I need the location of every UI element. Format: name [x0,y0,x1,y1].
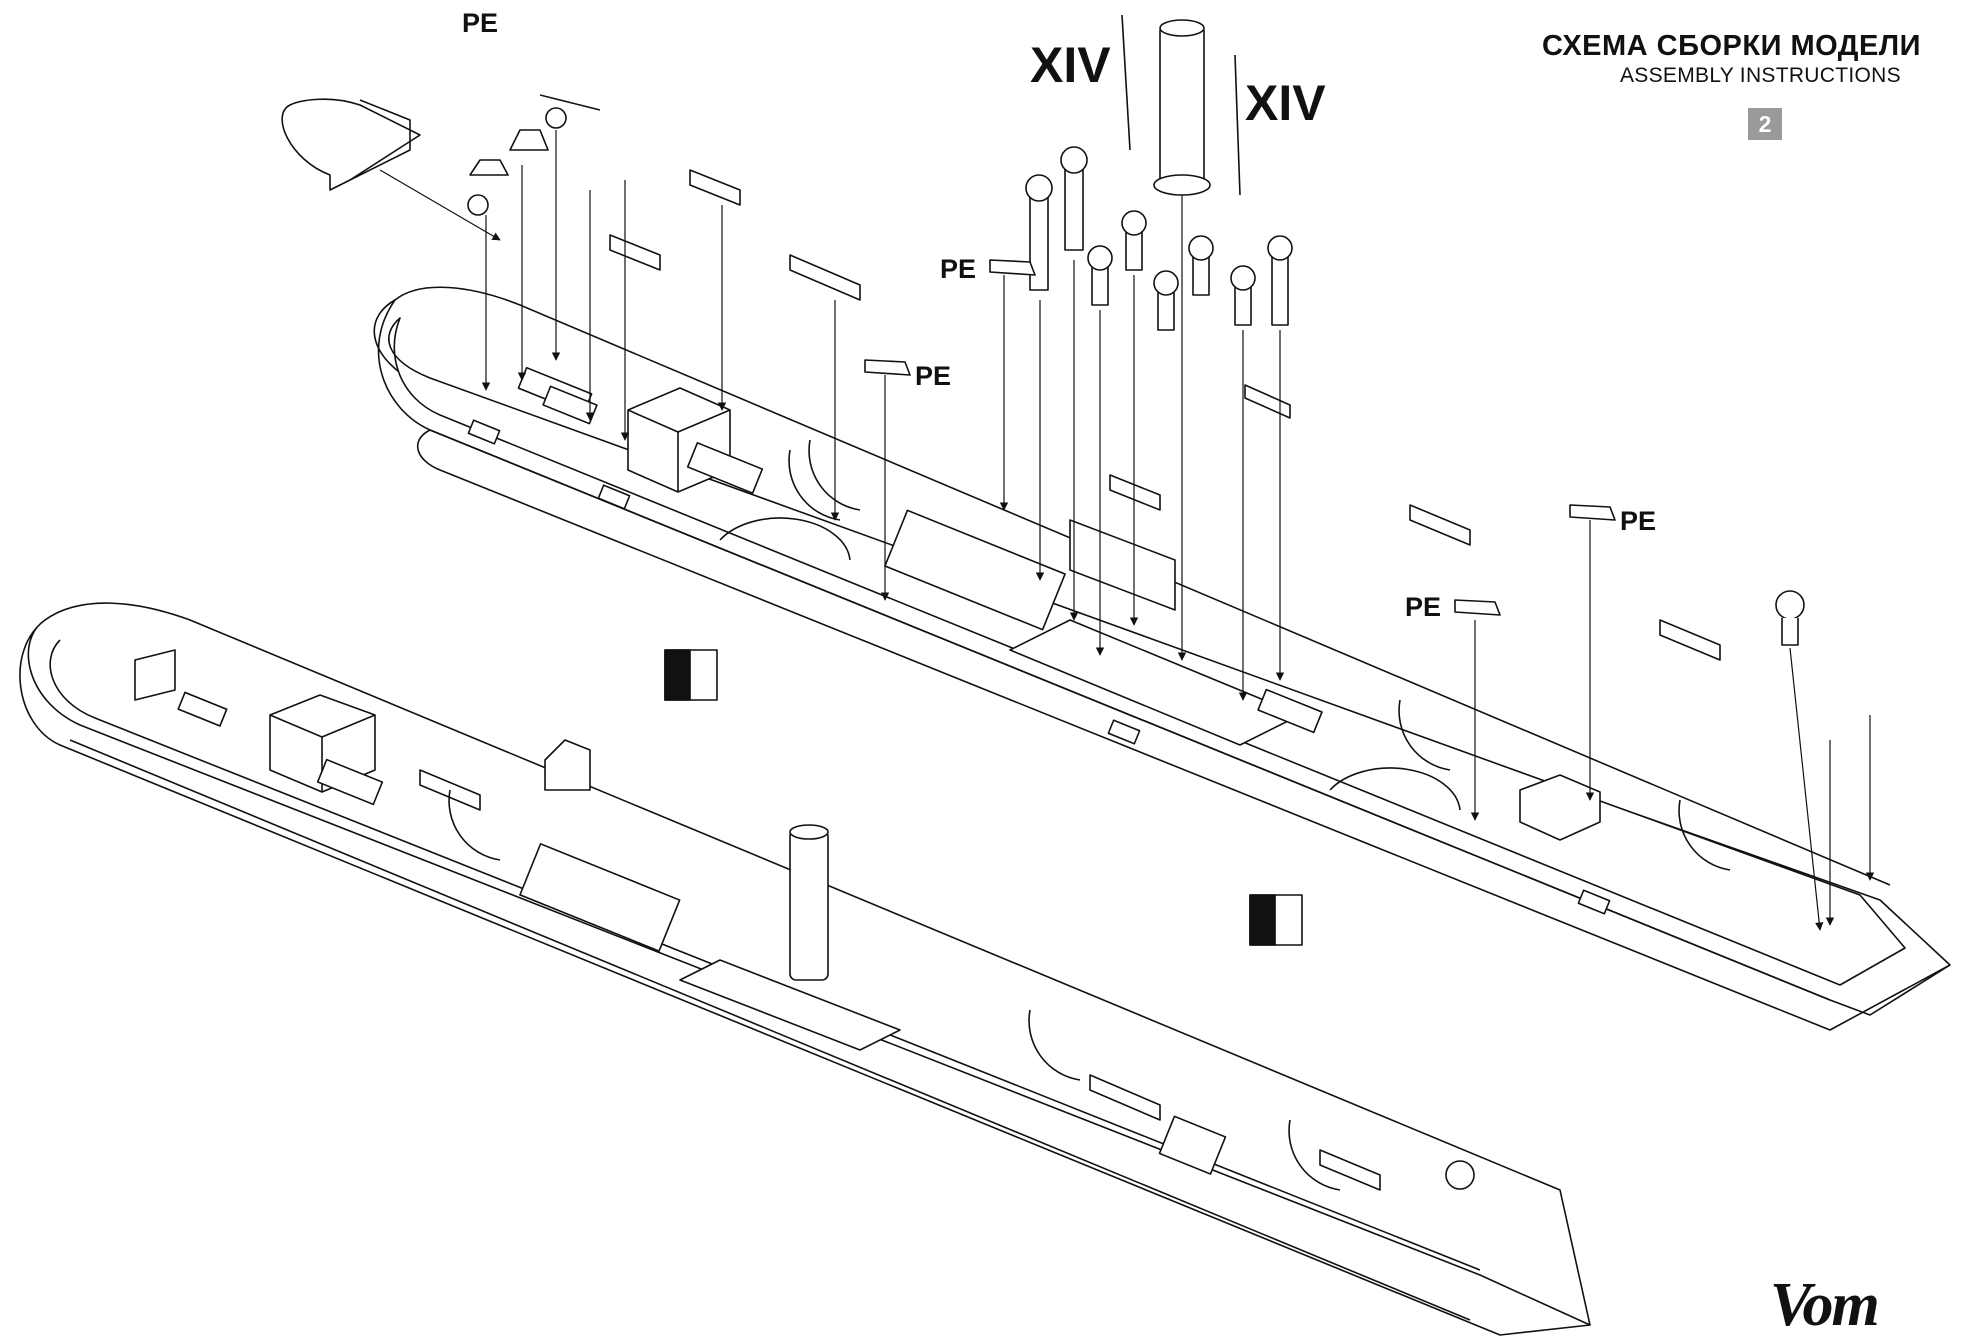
lower-hull [19,602,1591,1336]
pe-label: PE [915,361,951,391]
part-labels: PE PE PE PE PE XIV XIV [462,8,1656,622]
exploded-parts [281,14,1805,946]
upper-hull [373,286,1951,1031]
leader-arrows [379,130,1875,931]
ventilators [1025,146,1293,331]
xiv-label: XIV [1245,75,1326,131]
pe-label: PE [940,254,976,284]
xiv-label: XIV [1030,37,1111,93]
pe-label: PE [1620,506,1656,536]
brand-logo: Vom [1770,1271,1880,1339]
pe-label: PE [462,8,498,38]
step-badge: 2 [1748,108,1782,140]
title-ru: СХЕМА СБОРКИ МОДЕЛИ [1542,30,1921,62]
title-en: ASSEMBLY INSTRUCTIONS [1620,64,1901,87]
pe-label: PE [1405,592,1441,622]
